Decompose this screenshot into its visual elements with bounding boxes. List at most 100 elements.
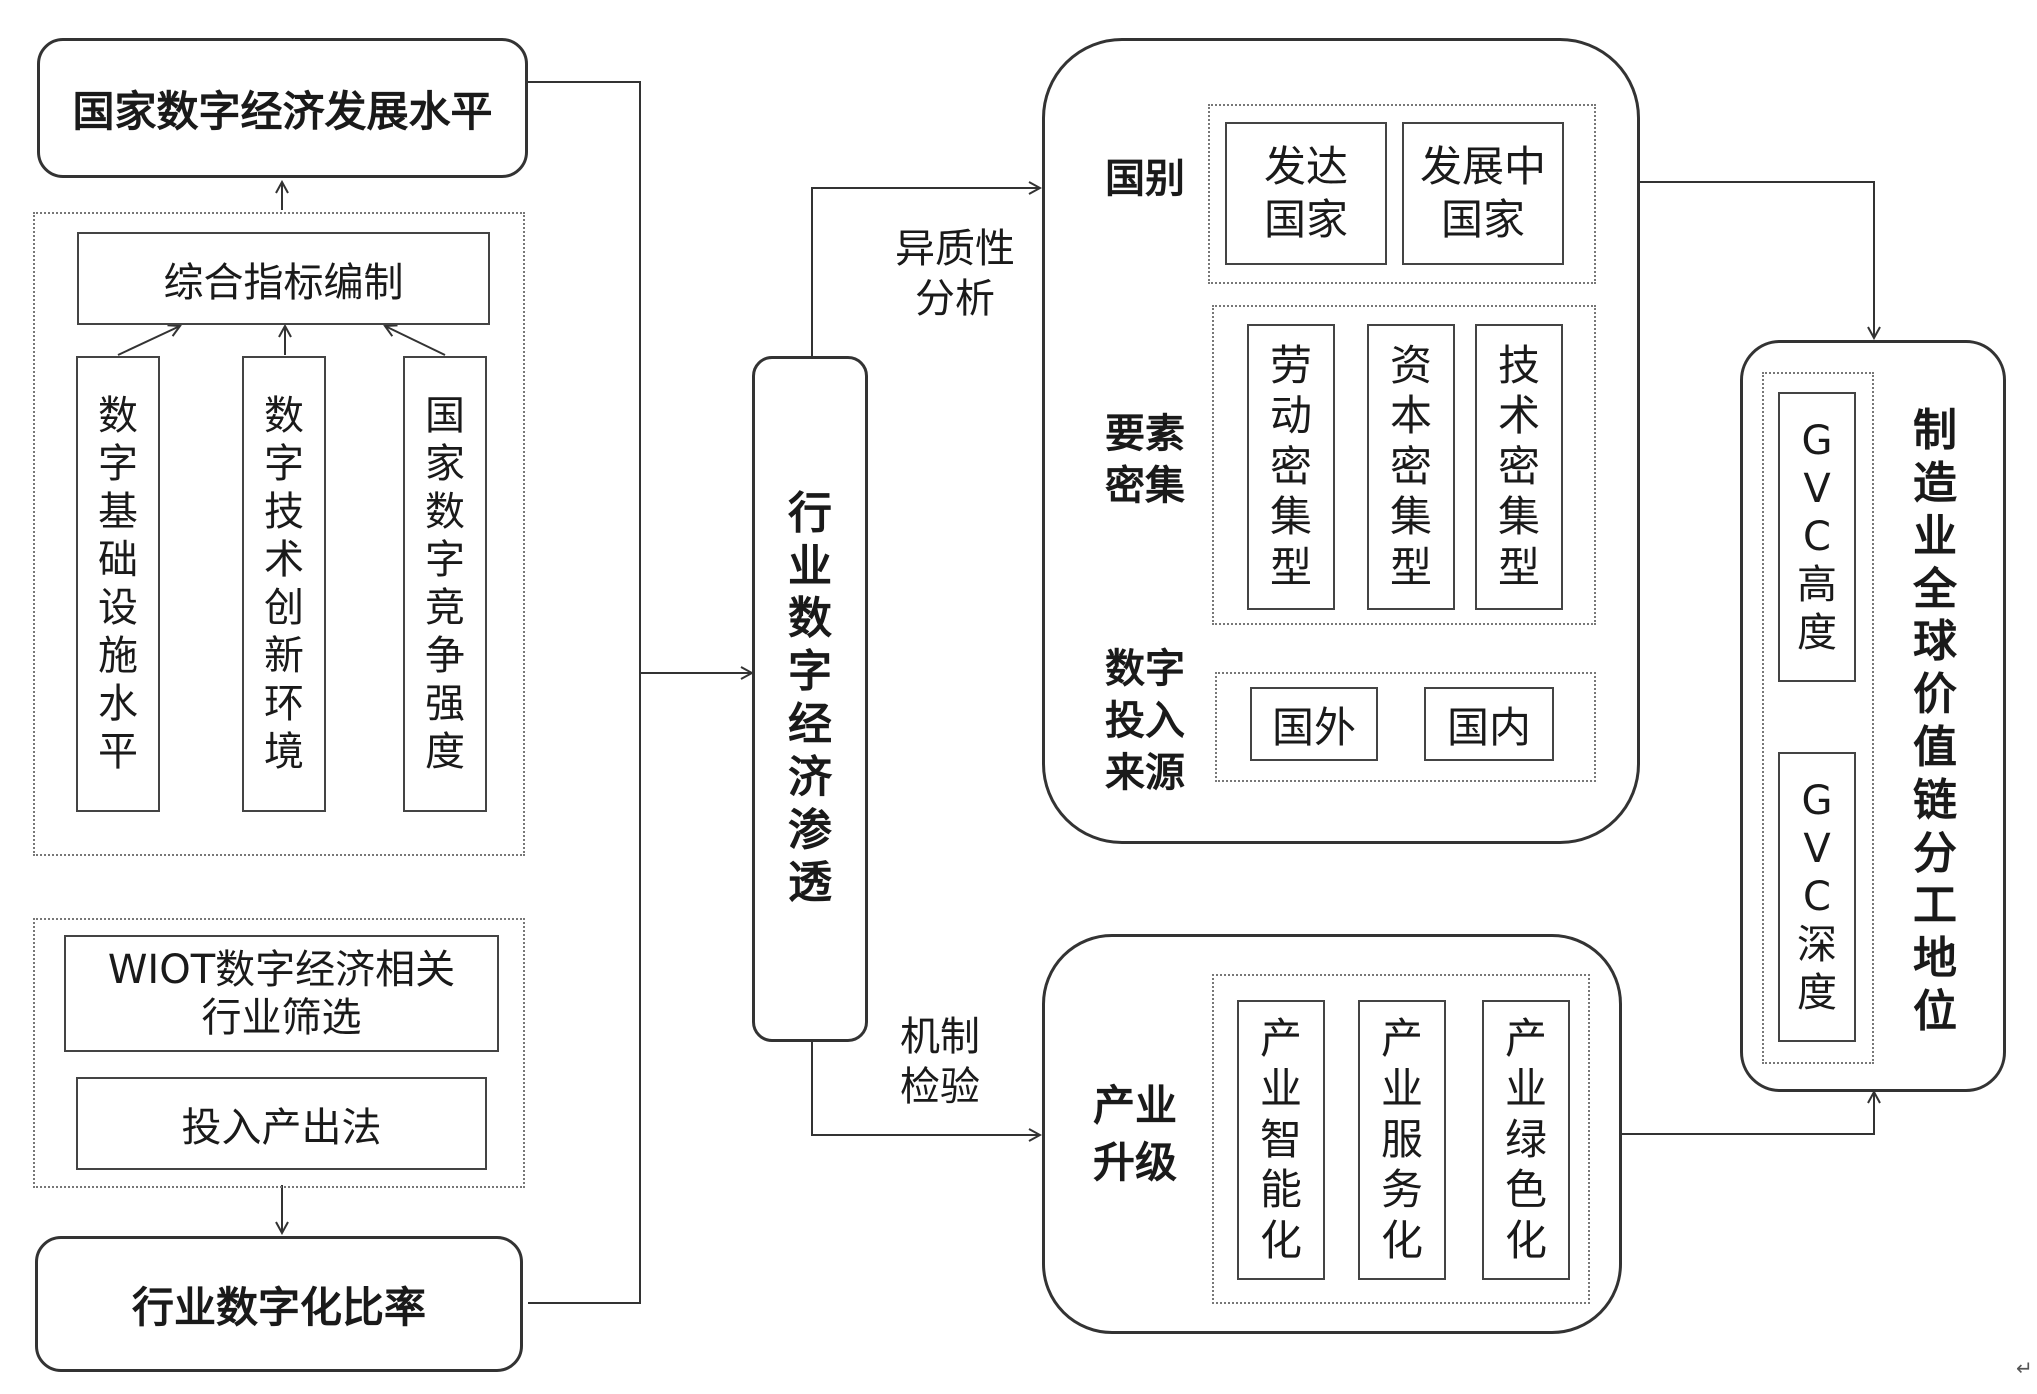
vertical-char: 数	[425, 489, 465, 535]
vertical-char: 链	[1913, 774, 1957, 826]
vertical-char: 球	[1913, 616, 1957, 668]
domestic-source-label: 国内	[1446, 702, 1531, 752]
country-group	[1208, 104, 1596, 284]
developed-countries-box: 发达国家	[1225, 122, 1387, 265]
gvc-position-title-text: 制造业全球价值链分工地位	[1913, 405, 1957, 1039]
vertical-char: 水	[98, 681, 138, 727]
indicator-label-innovation: 数字技术创新环境	[264, 392, 304, 776]
vertical-char: G	[1801, 418, 1833, 464]
vertical-char: 环	[264, 681, 304, 727]
vertical-char: 产	[1259, 1014, 1302, 1064]
return-mark-icon: ↵	[2016, 1356, 2033, 1380]
vertical-char: 度	[1797, 610, 1837, 656]
technology-intensive-box: 技术密集型	[1475, 324, 1563, 610]
vertical-char: 基	[98, 489, 138, 535]
vertical-char: 型	[1389, 542, 1432, 592]
vertical-char: 数	[264, 393, 304, 439]
industry-filter-group	[33, 918, 525, 1188]
green-industry-label: 产业绿色化	[1505, 1014, 1547, 1266]
vertical-char: 技	[1497, 341, 1540, 391]
vertical-char: 业	[1259, 1064, 1302, 1114]
factor-group	[1212, 305, 1596, 625]
industry-penetration-box: 行业数字经济渗透	[752, 356, 868, 1042]
vertical-char: 型	[1497, 542, 1540, 592]
vertical-char: 字	[264, 441, 304, 487]
industrial-upgrading-label: 产业升级	[1085, 1070, 1185, 1200]
vertical-char: 业	[1504, 1064, 1547, 1114]
capital-intensive-box: 资本密集型	[1367, 324, 1455, 610]
vertical-char: 色	[1504, 1165, 1547, 1215]
composite-index-label: 综合指标编制	[163, 259, 404, 306]
vertical-char: 业	[1380, 1064, 1423, 1114]
vertical-char: 业	[788, 540, 832, 592]
technology-intensive-label: 技术密集型	[1498, 341, 1540, 593]
vertical-char: 分	[1913, 827, 1957, 879]
source-group	[1215, 672, 1596, 782]
vertical-char: 境	[264, 729, 304, 775]
vertical-char: 服	[1380, 1114, 1423, 1164]
developed-countries-label: 发达国家	[1263, 142, 1348, 244]
vertical-char: C	[1803, 874, 1831, 920]
vertical-char: 高	[1797, 562, 1837, 608]
heterogeneity-analysis-text: 异质性分析	[895, 226, 1015, 322]
vertical-char: 透	[788, 857, 832, 909]
vertical-char: 创	[264, 585, 304, 631]
wiot-filter-label: WIOT数字经济相关行业筛选	[107, 946, 456, 1041]
vertical-char: 字	[98, 441, 138, 487]
vertical-char: 型	[1269, 542, 1312, 592]
indicator-box-innovation: 数字技术创新环境	[242, 356, 326, 812]
vertical-char: G	[1801, 778, 1833, 824]
domestic-source-box: 国内	[1424, 687, 1554, 761]
national-digital-economy-level-label: 国家数字经济发展水平	[72, 86, 493, 136]
vertical-char: 础	[98, 537, 138, 583]
developing-countries-box: 发展中国家	[1402, 122, 1564, 265]
gvc-position-title: 制造业全球价值链分工地位	[1900, 392, 1970, 1052]
vertical-char: 渗	[788, 804, 832, 856]
vertical-char: 化	[1380, 1215, 1423, 1265]
upgrading-group	[1212, 974, 1590, 1304]
intelligent-industry-label: 产业智能化	[1260, 1014, 1302, 1266]
vertical-char: 业	[1913, 510, 1957, 562]
composite-index-box: 综合指标编制	[77, 232, 490, 325]
input-output-method-box: 投入产出法	[76, 1077, 487, 1170]
vertical-char: 工	[1913, 880, 1957, 932]
vertical-char: 制	[1913, 405, 1957, 457]
country-label: 国别	[1090, 140, 1200, 210]
green-industry-box: 产业绿色化	[1482, 1000, 1570, 1280]
vertical-char: 济	[788, 751, 832, 803]
vertical-char: 强	[425, 681, 465, 727]
labor-intensive-label: 劳动密集型	[1270, 341, 1312, 593]
vertical-char: 动	[1269, 391, 1312, 441]
vertical-char: 全	[1913, 563, 1957, 615]
indicator-box-infrastructure: 数字基础设施水平	[76, 356, 160, 812]
vertical-char: 绿	[1504, 1114, 1547, 1164]
vertical-char: 值	[1913, 722, 1957, 773]
industry-penetration-label: 行业数字经济渗透	[788, 488, 832, 910]
vertical-char: 集	[1497, 492, 1540, 542]
vertical-char: 家	[425, 441, 465, 487]
vertical-char: 化	[1504, 1215, 1547, 1265]
vertical-char: 价	[1913, 669, 1957, 721]
service-industry-label: 产业服务化	[1381, 1014, 1423, 1266]
vertical-char: 造	[1913, 458, 1957, 510]
industry-digitalization-ratio-label: 行业数字化比率	[131, 1282, 426, 1332]
vertical-char: 位	[1913, 985, 1957, 1037]
indicator-label-competition: 国家数字竞争强度	[425, 392, 465, 776]
industrial-upgrading-text: 产业升级	[1092, 1081, 1177, 1187]
vertical-char: 术	[1497, 391, 1540, 441]
national-digital-economy-level-box: 国家数字经济发展水平	[37, 38, 528, 178]
service-industry-box: 产业服务化	[1358, 1000, 1446, 1280]
vertical-char: 术	[264, 537, 304, 583]
vertical-char: 技	[264, 489, 304, 535]
digital-input-source-text: 数字投入来源	[1105, 646, 1185, 796]
wiot-filter-box: WIOT数字经济相关行业筛选	[64, 935, 499, 1052]
vertical-char: 集	[1269, 492, 1312, 542]
vertical-char: 密	[1269, 441, 1312, 491]
vertical-char: 新	[264, 633, 304, 679]
digital-input-source-label: 数字投入来源	[1090, 636, 1200, 806]
factor-intensity-label: 要素密集	[1090, 400, 1200, 520]
vertical-char: 平	[98, 729, 138, 775]
